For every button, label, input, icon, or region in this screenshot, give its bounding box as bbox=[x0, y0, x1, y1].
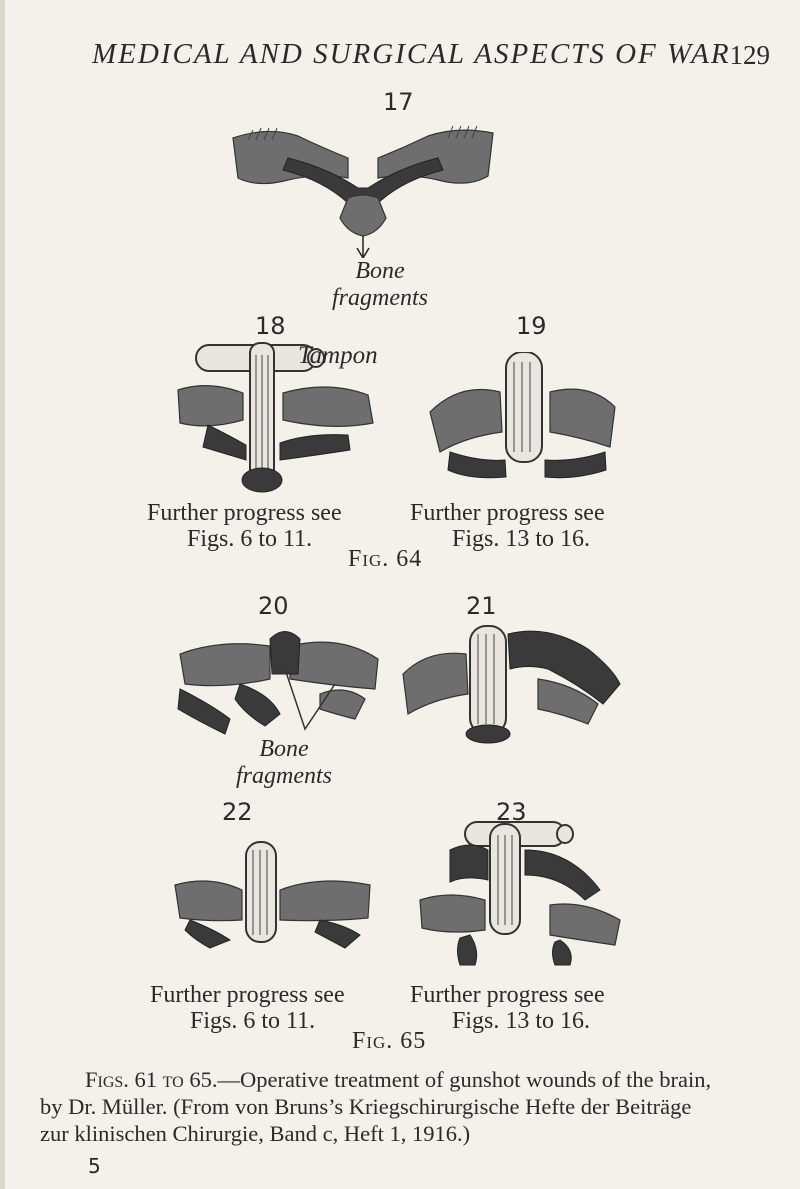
page-number: 129 bbox=[729, 40, 771, 70]
fig64-right-note: Further progress see Figs. 13 to 16. bbox=[410, 500, 605, 552]
caption-line2: by Dr. Müller. (From von Bruns’s Kriegsc… bbox=[40, 1094, 692, 1119]
caption-line3: zur klinischen Chirurgie, Band c, Heft 1… bbox=[40, 1121, 471, 1146]
fig64-right-note-line2: Figs. 13 to 16. bbox=[452, 526, 591, 552]
figure-17-label-line2: fragments bbox=[332, 285, 428, 311]
figure-21-number: 21 bbox=[466, 592, 497, 620]
figure-22-number: 22 bbox=[222, 798, 253, 826]
figure-17-label: Bone fragments bbox=[300, 258, 460, 312]
tampon-label: Tampon bbox=[298, 342, 378, 369]
fig65-left-note-line1: Further progress see bbox=[150, 982, 345, 1008]
figure-20-number: 20 bbox=[258, 592, 289, 620]
fig65-right-note-line1: Further progress see bbox=[410, 982, 605, 1008]
figure-21-illustration bbox=[402, 625, 621, 744]
fig64-left-note: Further progress see Figs. 6 to 11. bbox=[147, 500, 342, 552]
fig65-right-note: Further progress see Figs. 13 to 16. bbox=[410, 982, 605, 1034]
fig64-title: Fig. 64 bbox=[348, 546, 423, 572]
fig65-title: Fig. 65 bbox=[352, 1028, 427, 1054]
fig64-left-note-line1: Further progress see bbox=[147, 500, 342, 526]
figure-22-illustration bbox=[174, 841, 371, 949]
figure-caption: Figs. 61 to 65.—Operative treatment of g… bbox=[40, 1066, 770, 1147]
caption-line1: —Operative treatment of gunshot wounds o… bbox=[217, 1067, 712, 1092]
figure-17-illustration bbox=[232, 125, 494, 258]
page-edge bbox=[0, 0, 5, 1189]
fig65-left-note: Further progress see Figs. 6 to 11. bbox=[150, 982, 345, 1034]
running-title: MEDICAL AND SURGICAL ASPECTS OF WAR bbox=[92, 38, 731, 70]
figure-19-number: 19 bbox=[516, 312, 547, 340]
figure-18-number: 18 bbox=[255, 312, 286, 340]
figure-20-label-line1: Bone bbox=[259, 736, 309, 762]
signature-mark: 5 bbox=[88, 1154, 101, 1178]
figure-17-label-line1: Bone bbox=[355, 258, 405, 284]
figure-20-label-line2: fragments bbox=[236, 763, 332, 789]
figure-20-illustration bbox=[177, 631, 379, 735]
page-header: MEDICAL AND SURGICAL ASPECTS OF WAR 129 bbox=[0, 38, 800, 78]
caption-lead: Figs. 61 to 65. bbox=[85, 1067, 218, 1092]
figure-19-illustration bbox=[429, 352, 616, 479]
figure-23-illustration bbox=[419, 821, 621, 966]
fig65-left-note-line2: Figs. 6 to 11. bbox=[190, 1008, 316, 1034]
fig64-left-note-line2: Figs. 6 to 11. bbox=[187, 526, 313, 552]
fig64-right-note-line1: Further progress see bbox=[410, 500, 605, 526]
fig65-right-note-line2: Figs. 13 to 16. bbox=[452, 1008, 591, 1034]
figure-17-number: 17 bbox=[383, 88, 414, 116]
figure-20-label: Bone fragments bbox=[204, 736, 364, 790]
figure-18-illustration bbox=[177, 342, 374, 493]
